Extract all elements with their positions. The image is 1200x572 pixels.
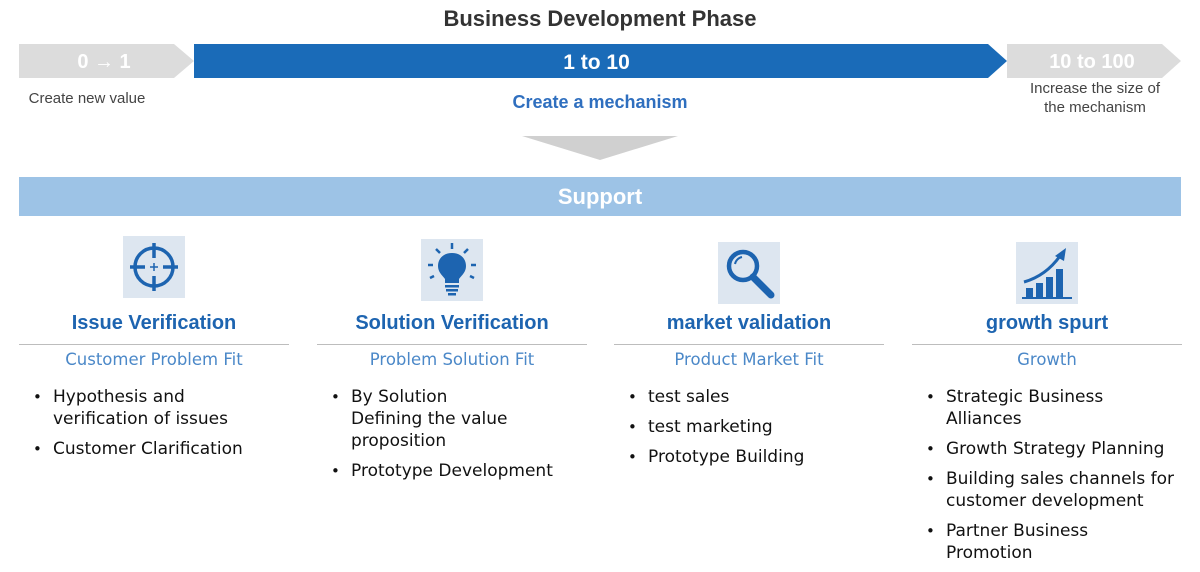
page-title: Business Development Phase: [443, 6, 757, 31]
list-item: By Solution Defining the value propositi…: [331, 386, 587, 452]
phase-subtitle-2: Increase the size of the mechanism: [1029, 80, 1161, 116]
list-item: Prototype Building: [628, 446, 884, 468]
list-item: test sales: [628, 386, 884, 408]
list-item: Customer Clarification: [33, 438, 289, 460]
list-item: Building sales channels for customer dev…: [926, 468, 1182, 512]
support-bar: Support: [19, 177, 1181, 216]
column-subtitle: Growth: [1017, 350, 1077, 369]
phase-label-0: 0 → 1: [77, 51, 131, 73]
down-arrow: [522, 136, 678, 160]
bullet-list: test sales test marketing Prototype Buil…: [628, 386, 884, 476]
column-divider: [614, 344, 884, 345]
column-subtitle: Customer Problem Fit: [65, 350, 243, 369]
column-subtitle: Problem Solution Fit: [369, 350, 535, 369]
phase-arrow-10-100: [1007, 44, 1181, 78]
list-item: Growth Strategy Planning: [926, 438, 1182, 460]
list-item: Hypothesis and verification of issues: [33, 386, 289, 430]
column-divider: [912, 344, 1182, 345]
list-item: test marketing: [628, 416, 884, 438]
column-title: growth spurt: [985, 312, 1109, 334]
bullet-list: By Solution Defining the value propositi…: [331, 386, 587, 490]
column-title: Issue Verification: [71, 312, 237, 334]
magnifier-icon: [718, 242, 780, 304]
column-title: Solution Verification: [355, 312, 549, 334]
column-subtitle: Product Market Fit: [674, 350, 824, 369]
list-item: Partner Business Promotion: [926, 520, 1182, 564]
phase-subtitle-0: Create new value: [28, 90, 146, 107]
support-label: Support: [557, 184, 643, 209]
phase-arrow-1-10: [194, 44, 1007, 78]
list-item: Prototype Development: [331, 460, 587, 482]
growth-chart-icon: [1016, 242, 1078, 304]
column-title: market validation: [666, 312, 832, 334]
bullet-list: Hypothesis and verification of issues Cu…: [33, 386, 289, 468]
column-divider: [317, 344, 587, 345]
lightbulb-icon: [421, 239, 483, 301]
phase-label-2: 10 to 100: [1049, 51, 1135, 73]
phase-label-1: 1 to 10: [563, 51, 630, 74]
phase-subtitle-1: Create a mechanism: [512, 92, 688, 112]
list-item: Strategic Business Alliances: [926, 386, 1182, 430]
column-divider: [19, 344, 289, 345]
phase-arrow-0-1: [19, 44, 194, 78]
bullet-list: Strategic Business Alliances Growth Stra…: [926, 386, 1182, 572]
phase-arrows: [19, 44, 1181, 160]
crosshair-icon: [123, 236, 185, 298]
